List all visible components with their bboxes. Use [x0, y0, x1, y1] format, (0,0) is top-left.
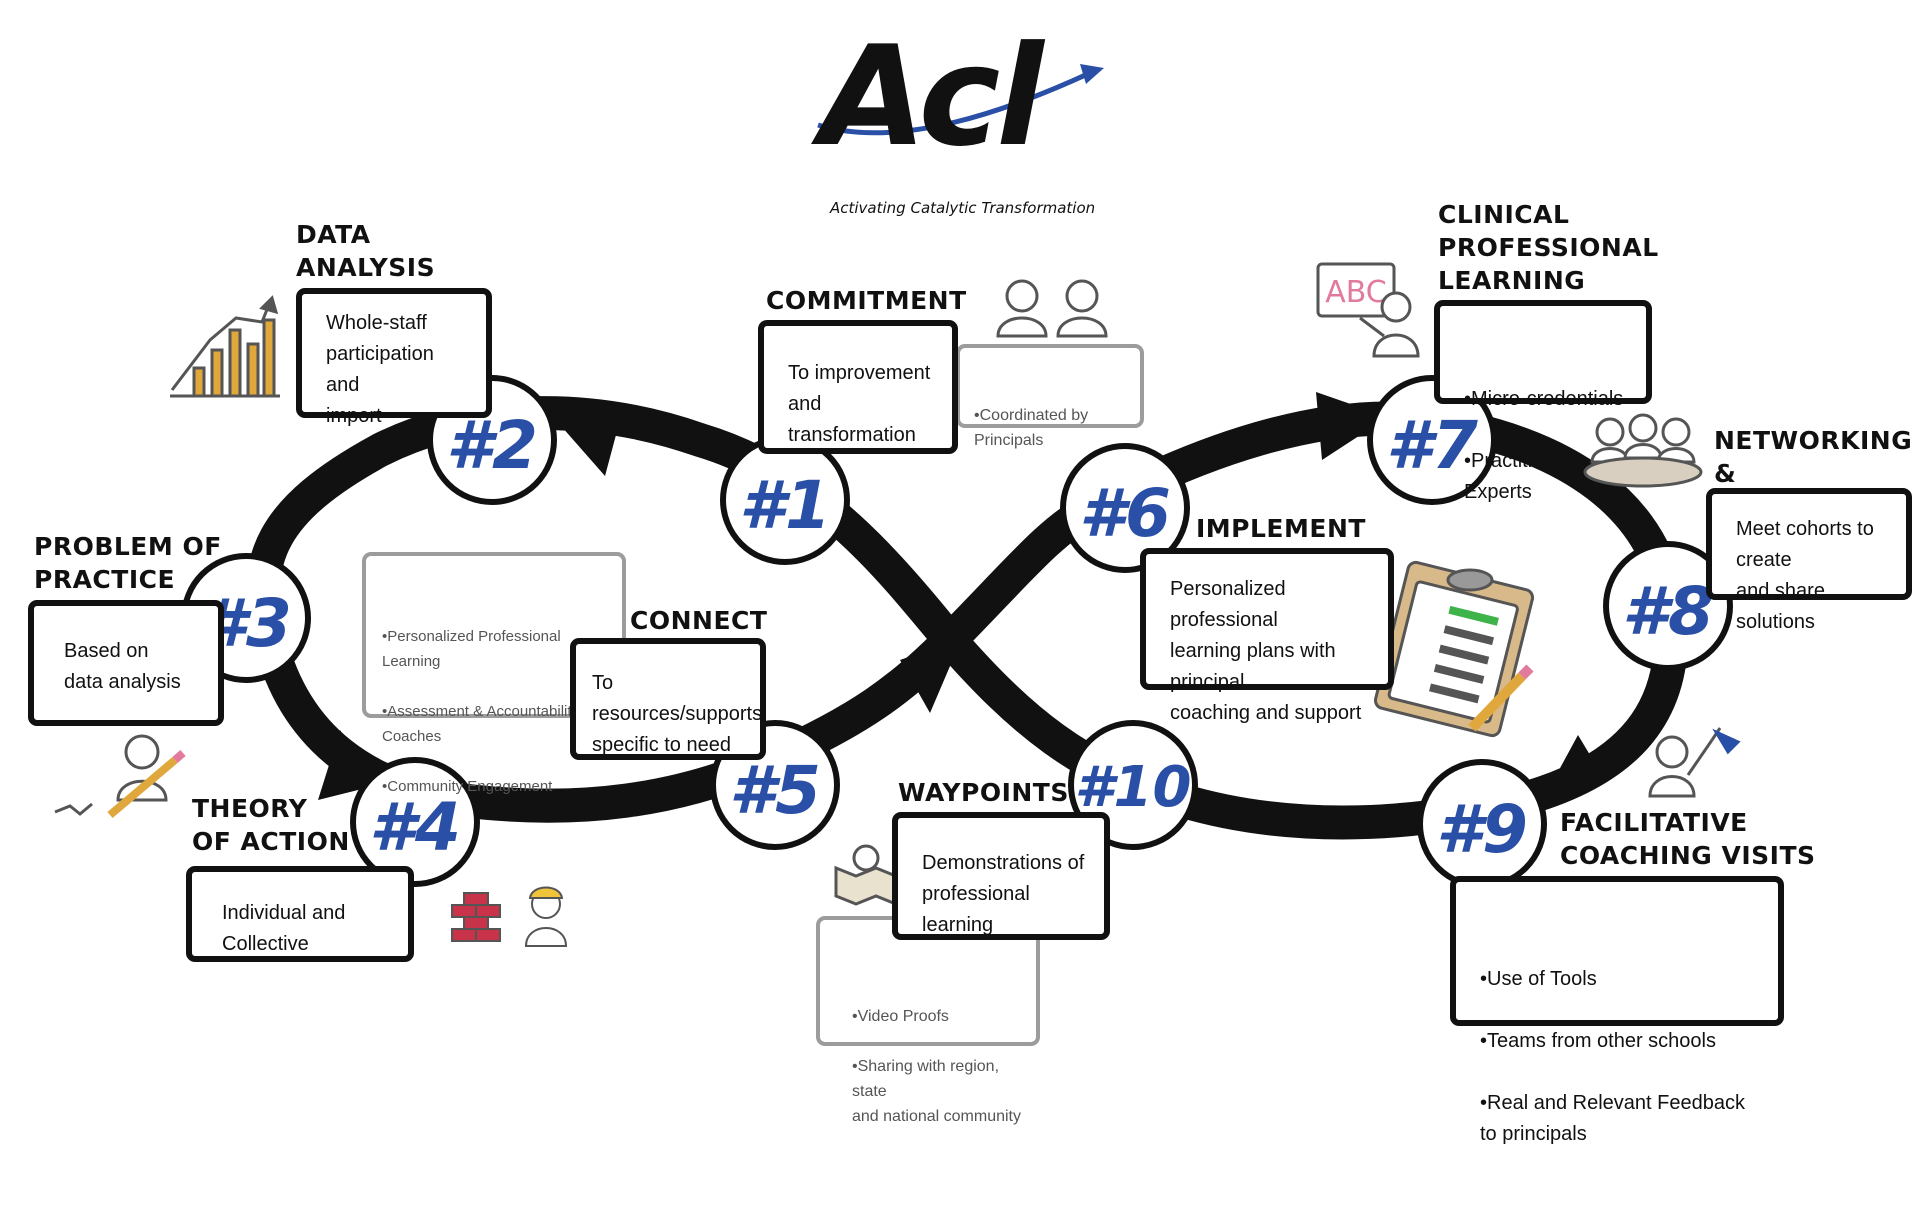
arrow-head-to-4 [318, 730, 378, 800]
svg-text:#4: #4 [369, 789, 461, 866]
box-clinical-professional-learning: Micro-credentials Practitioner Experts [1434, 300, 1652, 503]
bullet-item: Use of Tools [1480, 964, 1760, 995]
svg-text:#9: #9 [1436, 791, 1528, 868]
person-pencil-icon [54, 734, 186, 819]
box-waypoints: Demonstrations of professional learning [892, 812, 1110, 940]
svg-text:#6: #6 [1079, 475, 1171, 552]
step-circle-7: #7 [1367, 375, 1497, 505]
note-item: Sharing with region, state and national … [852, 1054, 1026, 1129]
arrow-head-to-2 [540, 402, 624, 476]
box-facilitative-coaching-visits: Use of Tools Teams from other schools Re… [1450, 876, 1784, 1145]
clipboard-checklist-icon [1373, 560, 1535, 738]
svg-text:#7: #7 [1386, 407, 1478, 484]
bullet-item: Teams from other schools [1480, 1026, 1760, 1057]
map-person-icon [834, 844, 898, 907]
bar-chart-icon [170, 295, 280, 398]
heading-data-analysis: DATA ANALYSIS [296, 220, 436, 282]
step-circle-2: #2 [427, 375, 557, 505]
infographic: #2 #1 #3 #4 #5 #6 #7 #8 #9 #10 [0, 0, 1920, 1080]
logo-mark: Acl [820, 16, 1044, 177]
step-circle-6: #6 [1060, 443, 1190, 573]
svg-text:#8: #8 [1622, 573, 1714, 650]
logo-swoosh [817, 64, 1104, 136]
step-circle-1: #1 [720, 435, 850, 565]
note-item: Community Engagement [382, 774, 614, 799]
brick-wall-builder-icon [451, 886, 568, 947]
svg-text:#2: #2 [446, 407, 538, 484]
person-flag-icon [1648, 727, 1741, 798]
svg-text:#1: #1 [739, 467, 831, 544]
svg-text:#10: #10 [1075, 755, 1192, 820]
arrow-head-to-7 [1316, 392, 1388, 460]
svg-text:ABC: ABC [1325, 275, 1387, 310]
box-theory-of-action: Individual and Collective [186, 866, 414, 962]
heading-waypoints: WAYPOINTS [898, 778, 1069, 807]
abc-teacher-icon: ABC [1316, 262, 1420, 358]
box-commitment: To improvement and transformation [758, 320, 958, 454]
note-item: Personalized Professional Learning [382, 624, 614, 674]
heading-problem-of-practice: PROBLEM OF PRACTICE [34, 532, 222, 594]
heading-facilitative-coaching-visits: FACILITATIVE COACHING VISITS [1560, 808, 1816, 870]
box-connect: To resources/supports specific to need [570, 638, 766, 760]
heading-clinical-professional-learning: CLINICAL PROFESSIONAL LEARNING [1438, 200, 1659, 295]
step-circle-9: #9 [1417, 759, 1547, 889]
svg-text:#5: #5 [729, 752, 821, 829]
note-box-commitment: Coordinated by Principals [956, 344, 1144, 449]
box-networking-mentoring: Meet cohorts to create and share solutio… [1706, 488, 1912, 633]
heading-connect: CONNECT [630, 606, 768, 635]
note-item: Coordinated by Principals [974, 403, 1130, 453]
bullet-item: Micro-credentials [1464, 384, 1628, 415]
two-people-icon [996, 279, 1108, 338]
note-item: Assessment & Accountability Coaches [382, 699, 614, 749]
bullet-item: Practitioner Experts [1464, 446, 1628, 508]
box-implement: Personalized professional learning plans… [1140, 548, 1394, 724]
heading-theory-of-action: THEORY OF ACTION [192, 794, 350, 856]
heading-commitment: COMMITMENT [766, 286, 967, 315]
step-circle-8: #8 [1603, 541, 1733, 671]
heading-implement: IMPLEMENT [1196, 514, 1366, 543]
note-item: Video Proofs [852, 1004, 1026, 1029]
logo-tagline: Activating Catalytic Transformation [830, 199, 1096, 217]
box-problem-of-practice: Based on data analysis [28, 600, 224, 726]
arrow-head-crossing [900, 638, 962, 713]
box-data-analysis: Whole-staff participation and import [296, 288, 492, 427]
arrow-head-to-9 [1540, 735, 1605, 805]
bullet-item: Real and Relevant Feedback to principals [1480, 1088, 1760, 1150]
